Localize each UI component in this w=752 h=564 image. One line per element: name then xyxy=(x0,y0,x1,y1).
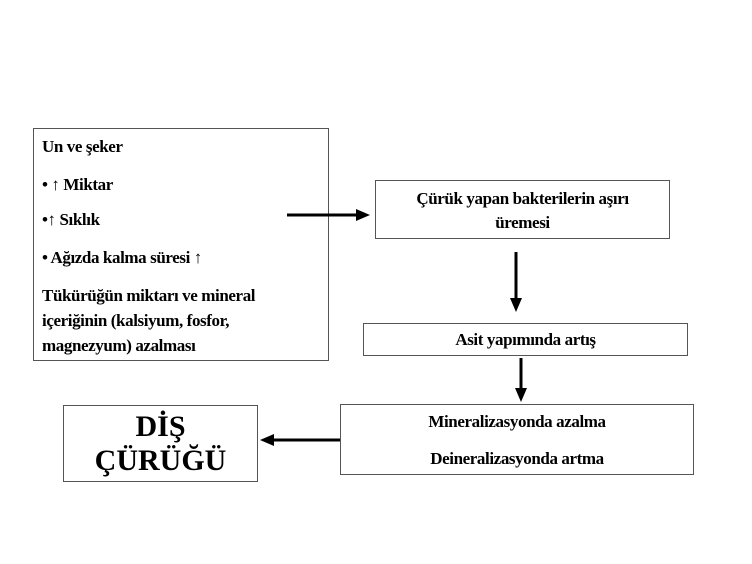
bacteria-box: Çürük yapan bakterilerin aşırı üremesi xyxy=(375,180,670,239)
mineral-box: Mineralizasyonda azalma Deineralizasyond… xyxy=(340,404,694,475)
arrow-right-icon xyxy=(287,209,370,221)
bacteria-line: Çürük yapan bakterilerin aşırı xyxy=(416,189,629,208)
cause-item: • Ağızda kalma süresi ↑ xyxy=(42,248,202,267)
result-box: DİŞ ÇÜRÜĞÜ xyxy=(63,405,258,482)
saliva-line: içeriğinin (kalsiyum, fosfor, xyxy=(42,311,230,330)
arrow-down-icon xyxy=(510,252,522,312)
cause-item: • ↑ Miktar xyxy=(42,175,113,194)
bacteria-line: üremesi xyxy=(495,213,550,232)
mineral-line: Mineralizasyonda azalma xyxy=(428,412,606,431)
acid-text: Asit yapımında artış xyxy=(455,330,596,349)
mineral-line: Deineralizasyonda artma xyxy=(430,449,604,468)
causes-box: Un ve şeker • ↑ Miktar •↑ Sıklık • Ağızd… xyxy=(33,128,329,361)
result-line: DİŞ xyxy=(135,410,186,443)
causes-title: Un ve şeker xyxy=(42,137,123,156)
saliva-line: magnezyum) azalması xyxy=(42,336,196,355)
result-line: ÇÜRÜĞÜ xyxy=(94,444,227,477)
arrow-down-icon xyxy=(515,358,527,402)
acid-box: Asit yapımında artış xyxy=(363,323,688,356)
cause-item: •↑ Sıklık xyxy=(42,210,100,229)
arrow-left-icon xyxy=(260,434,340,446)
saliva-line: Tükürüğün miktarı ve mineral xyxy=(42,286,256,305)
